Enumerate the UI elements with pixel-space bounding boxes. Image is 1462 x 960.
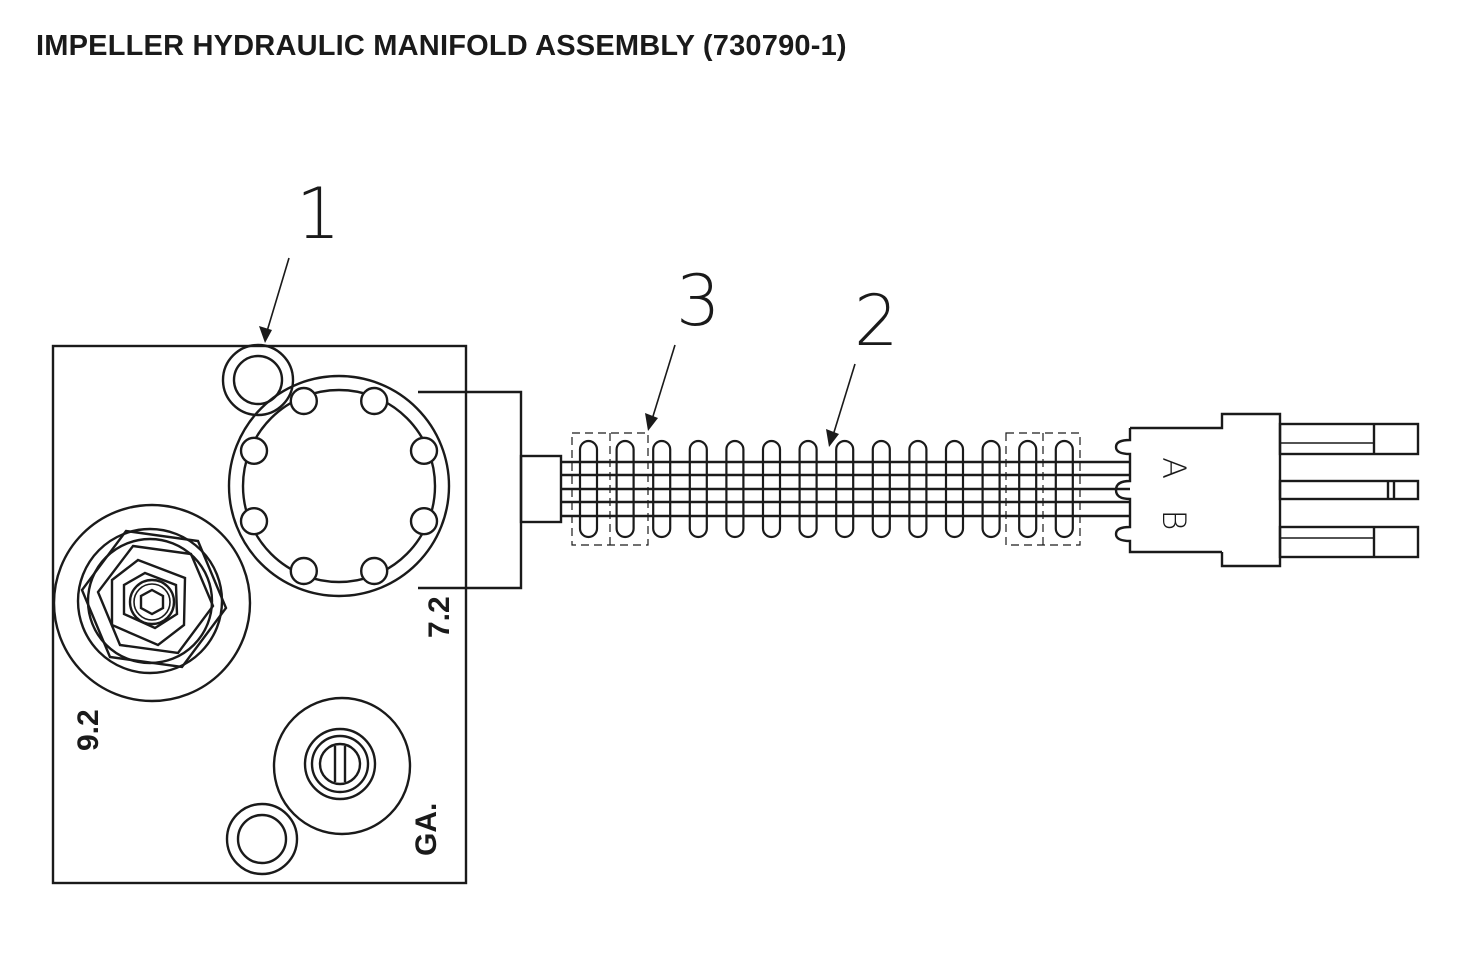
cartridge-valve <box>52 503 252 703</box>
coil-lobe <box>360 556 389 586</box>
page-title: IMPELLER HYDRAULIC MANIFOLD ASSEMBLY (73… <box>36 30 847 62</box>
harness-loop <box>652 439 672 539</box>
wire-harness <box>561 432 1130 546</box>
port-label-9-2: 9.2 <box>72 709 105 751</box>
port-label-gauge: GA. <box>410 803 443 856</box>
callout-1: 1 <box>296 173 341 255</box>
harness-loop <box>798 439 818 539</box>
harness-loop <box>1018 439 1038 539</box>
callout-2: 2 <box>854 280 899 362</box>
connector <box>1114 412 1420 568</box>
harness-loop <box>1054 439 1074 539</box>
coil-lobe <box>289 556 318 586</box>
harness-loop <box>835 439 855 539</box>
harness-loop <box>871 439 891 539</box>
harness-loop <box>761 439 782 539</box>
leader-3 <box>645 344 676 431</box>
coil-lobe <box>239 436 269 465</box>
leader-1 <box>259 257 290 343</box>
harness-loop <box>725 439 745 539</box>
sleeve-right <box>1005 432 1081 546</box>
mounting-hole-top <box>221 343 295 417</box>
solenoid-coil <box>227 374 563 598</box>
harness-loop <box>908 439 928 539</box>
manifold-block <box>51 344 468 885</box>
harness-loop <box>688 439 708 539</box>
harness-loop <box>944 439 965 539</box>
coil-lobe <box>360 386 389 416</box>
gauge-port-plug <box>272 696 412 836</box>
harness-loop <box>615 439 635 539</box>
coil-lobe <box>409 436 439 465</box>
coil-lobe <box>239 507 269 536</box>
mounting-hole-bottom <box>225 802 299 876</box>
coil-lobe <box>409 507 439 536</box>
sleeve-left <box>571 432 649 546</box>
callout-3: 3 <box>676 260 721 342</box>
pin-label-b: B <box>1155 510 1193 531</box>
pin-label-a: A <box>1155 457 1193 479</box>
port-label-7-2: 7.2 <box>423 596 456 638</box>
harness-loop <box>981 439 1001 539</box>
coil-lobe <box>289 386 318 416</box>
leader-2 <box>826 363 856 447</box>
harness-loop <box>578 439 599 539</box>
